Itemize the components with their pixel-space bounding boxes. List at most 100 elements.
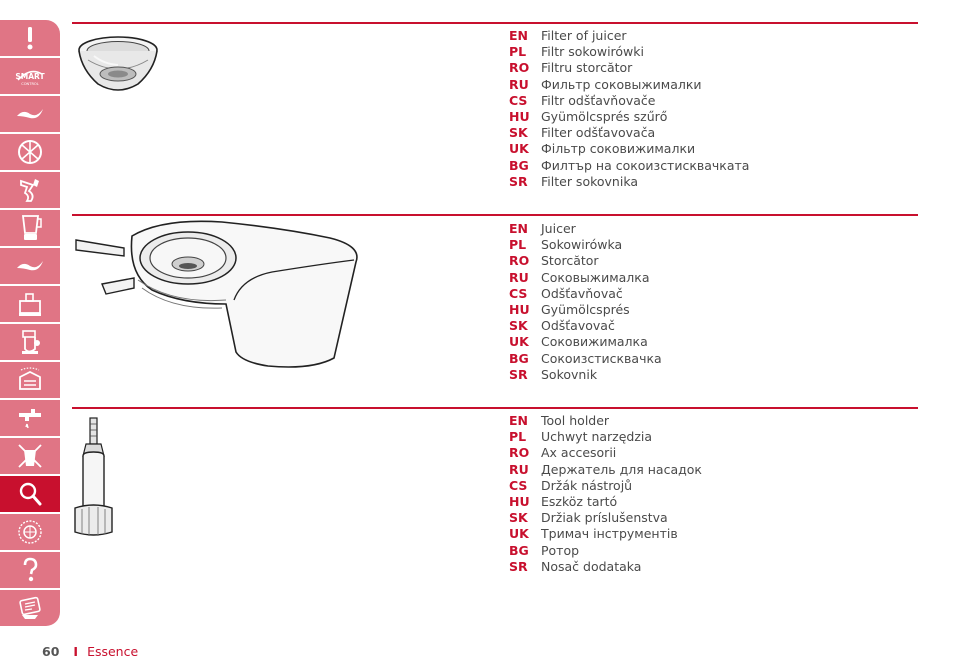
whisk-icon [18,140,42,164]
smart-control-icon: SMART CONTROL [15,70,45,86]
storage-icon [19,367,41,390]
sidebar-item-warnings[interactable] [0,20,60,56]
sidebar-nav: SMART CONTROL [0,20,60,626]
language-code: HU [509,301,530,317]
language-code: UK [509,141,529,157]
list-item: CS Držák nástrojů [509,478,702,494]
list-item: UK Тримач інструментів [509,526,702,542]
part-name: Соковыжималка [541,269,650,285]
footer-separator: I [73,644,79,659]
part-name: Juicer [541,221,576,236]
food-processor-icon [19,293,41,316]
list-item: UK Фільтр соковижималки [509,141,749,157]
part-name: Filtru storcător [541,60,633,76]
sidebar-item-faq[interactable] [0,552,60,588]
sidebar-item-mincer[interactable] [0,324,60,360]
exclamation-icon [27,27,33,50]
part-name: Ax accesorii [541,445,617,461]
language-code: RU [509,76,529,92]
mincer-icon [22,330,40,354]
part-name: Filter of juicer [541,28,627,43]
language-code: SR [509,173,528,189]
list-item: SK Odšťavovač [509,318,662,334]
question-icon [23,557,38,582]
sidebar-item-food-processor[interactable] [0,286,60,322]
part-name: Фильтр соковыжималки [541,76,702,92]
language-code: BG [509,350,529,366]
language-code: HU [509,493,530,509]
filter-illustration [74,30,186,100]
troubleshooting-icon [19,596,41,619]
part-name: Тримач інструментів [541,526,678,542]
blade-icon [17,109,43,119]
language-code: BG [509,542,529,558]
part-name: Tool holder [541,413,610,428]
sidebar-item-overview[interactable] [0,476,60,512]
list-item: BG Сокоизстисквачка [509,351,662,367]
language-code: RU [509,461,529,477]
sidebar-item-guarantee[interactable] [0,514,60,550]
part-name: Eszköz tartó [541,493,618,509]
list-item: RO Ax accesorii [509,445,702,461]
language-code: RU [509,269,529,285]
language-code: EN [509,221,529,236]
part-name: Uchwyt narzędzia [541,429,653,445]
sidebar-item-disposal[interactable] [0,438,60,474]
part-name: Nosač dodataka [541,558,642,574]
part-name: Ротор [541,542,580,558]
sidebar-item-blade[interactable] [0,96,60,132]
language-code: HU [509,108,530,124]
sidebar-item-blade-2[interactable] [0,248,60,284]
section-divider [72,407,918,409]
language-code: RO [509,445,530,461]
part-name: Filtr odšťavňovače [541,92,656,108]
sidebar-item-blender[interactable] [0,210,60,246]
list-item: RU Соковыжималка [509,270,662,286]
smart-label: SMART [15,72,45,81]
sidebar-item-troubleshooting[interactable] [0,590,60,626]
sidebar-item-cleaning[interactable] [0,400,60,436]
part-name: Držiak príslušenstva [541,510,668,526]
page-number: 60 [42,644,60,659]
sidebar-item-dough-hook[interactable] [0,172,60,208]
part-name: Фільтр соковижималки [541,141,696,157]
language-code: PL [509,44,527,60]
tool-holder-illustration [72,416,116,540]
list-item: HU Eszköz tartó [509,494,702,510]
language-code: CS [509,477,528,493]
part-name: Sokowirówka [541,237,623,253]
part-name: Filter odšťavovača [541,125,656,141]
language-code: SR [509,366,528,382]
language-code: SK [509,318,528,334]
sidebar-item-whisk[interactable] [0,134,60,170]
part-name: Filter sokovnika [541,173,639,189]
sidebar-item-storage[interactable] [0,362,60,398]
part-name: Сокоизстисквачка [541,350,662,366]
control-label: CONTROL [21,82,39,86]
part-name: Držák nástrojů [541,477,633,493]
section-divider [72,22,918,24]
part-name: Odšťavovač [541,318,615,334]
language-code: EN [509,413,529,428]
sidebar-item-smart-control[interactable]: SMART CONTROL [0,58,60,94]
section-divider [72,214,918,216]
language-code: UK [509,526,529,542]
language-code: UK [509,334,529,350]
juicer-illustration [72,218,362,370]
